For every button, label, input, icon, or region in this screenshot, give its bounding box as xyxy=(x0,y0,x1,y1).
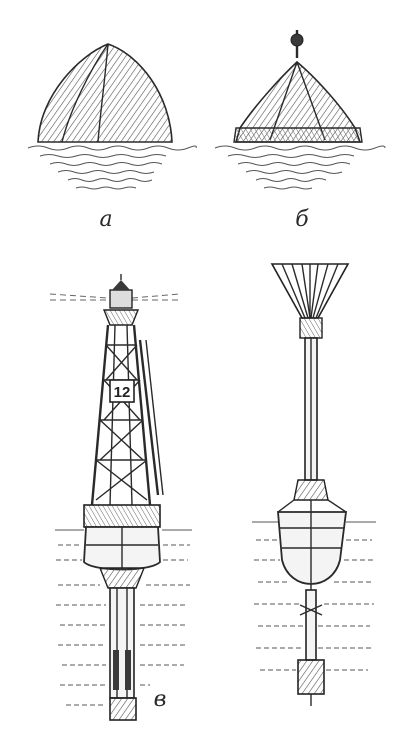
buoy-b-drawing xyxy=(214,30,386,190)
buoy-a-drawing xyxy=(27,43,197,190)
label-a: а xyxy=(99,207,112,232)
label-b: б xyxy=(295,207,309,232)
label-v: в xyxy=(154,687,167,712)
buoy-funnel-drawing xyxy=(252,263,376,706)
buoy-number: 12 xyxy=(114,384,131,401)
buoy-v-drawing: 12 xyxy=(49,274,192,721)
